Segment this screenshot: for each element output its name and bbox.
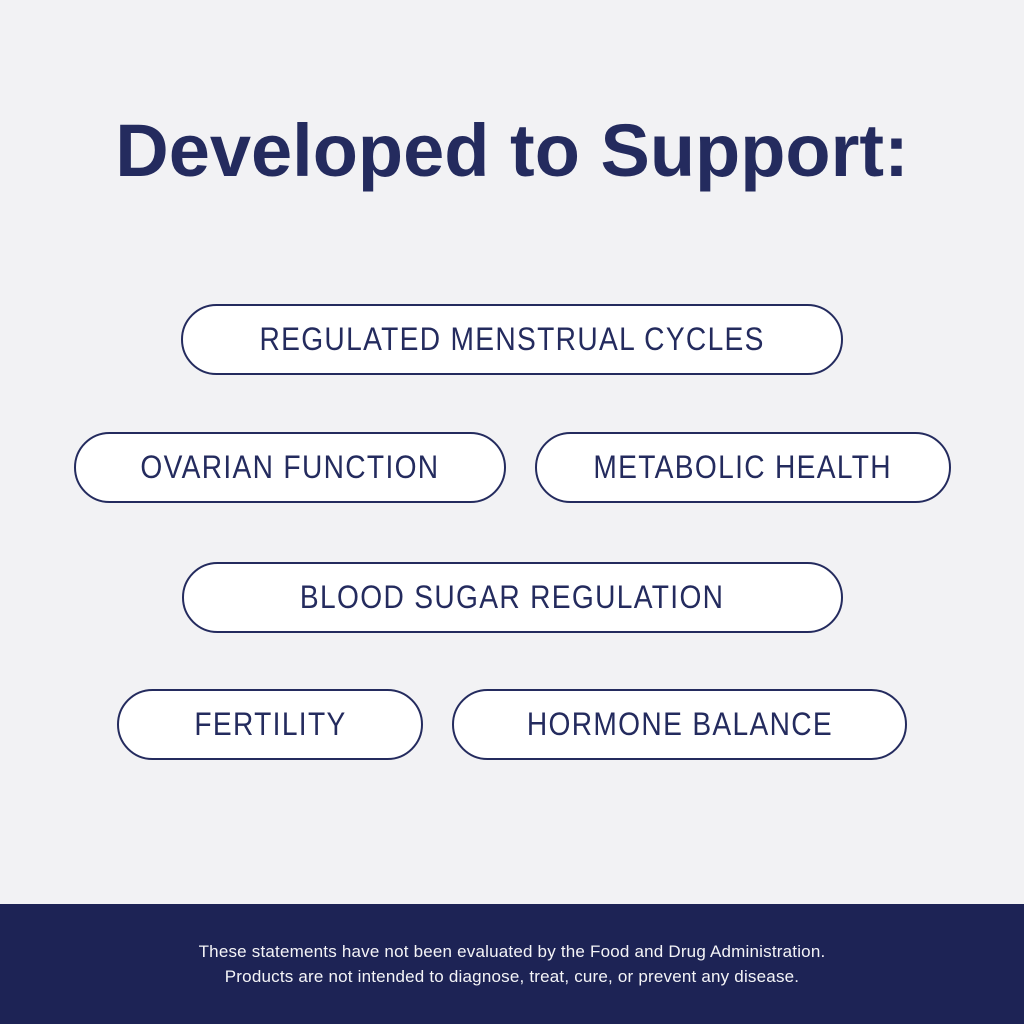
disclaimer-line-1: These statements have not been evaluated… [198,941,826,961]
pill-label-blood-sugar-regulation: BLOOD SUGAR REGULATION [299,579,725,615]
pill-row-3: BLOOD SUGAR REGULATION [0,562,1024,633]
benefit-pill-group: REGULATED MENSTRUAL CYCLES OVARIAN FUNCT… [0,304,1024,760]
pill-blood-sugar-regulation: BLOOD SUGAR REGULATION [181,562,843,633]
pill-label-fertility: FERTILITY [193,706,347,742]
pill-label-regulated-menstrual-cycles: REGULATED MENSTRUAL CYCLES [259,321,765,357]
pill-label-ovarian-function: OVARIAN FUNCTION [139,449,440,485]
pill-regulated-menstrual-cycles: REGULATED MENSTRUAL CYCLES [181,304,843,375]
pill-fertility: FERTILITY [117,689,423,760]
pill-row-2: OVARIAN FUNCTION METABOLIC HEALTH [0,432,1024,503]
pill-label-hormone-balance: HORMONE BALANCE [526,706,833,742]
pill-label-metabolic-health: METABOLIC HEALTH [593,449,892,485]
page-title: Developed to Support: [115,109,909,192]
pill-metabolic-health: METABOLIC HEALTH [534,432,951,503]
pill-row-1: REGULATED MENSTRUAL CYCLES [0,304,1024,375]
disclaimer-line-2: Products are not intended to diagnose, t… [224,966,800,986]
disclaimer-footer: These statements have not been evaluated… [0,904,1024,1024]
pill-ovarian-function: OVARIAN FUNCTION [73,432,506,503]
pill-row-4: FERTILITY HORMONE BALANCE [0,689,1024,760]
pill-hormone-balance: HORMONE BALANCE [452,689,907,760]
